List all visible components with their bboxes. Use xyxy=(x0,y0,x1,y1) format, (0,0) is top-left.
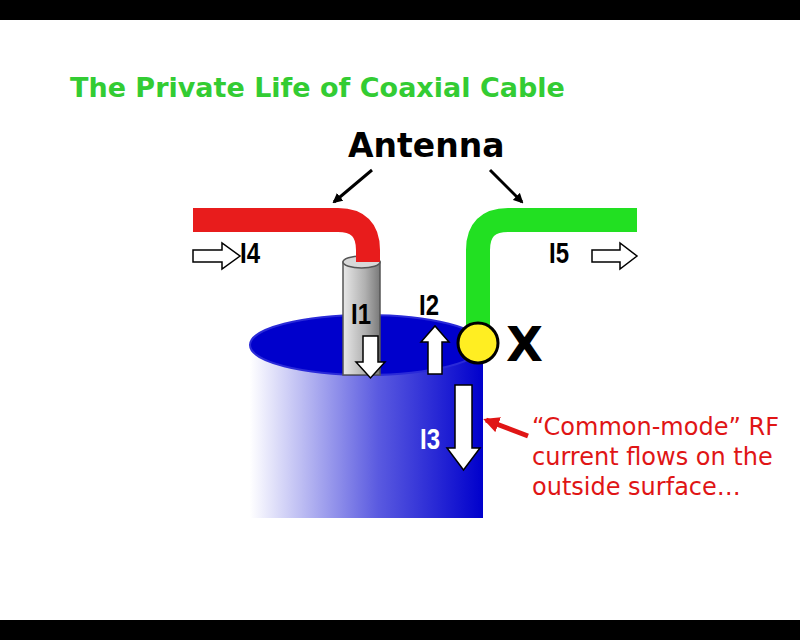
current-arrow xyxy=(421,326,449,374)
antenna-label: Antenna xyxy=(348,128,504,164)
junction-dot xyxy=(458,323,498,363)
current-label: I1 xyxy=(351,297,371,330)
leader-arrow xyxy=(334,170,372,202)
green-antenna-wire xyxy=(478,220,637,330)
callout-arrow xyxy=(486,420,528,436)
leader-arrow xyxy=(490,170,522,202)
current-arrow xyxy=(193,243,240,269)
callout-note: “Common-mode” RF current flows on the ou… xyxy=(532,412,782,502)
current-label: I2 xyxy=(419,288,439,321)
bottom-bar xyxy=(0,620,800,640)
current-label: I5 xyxy=(549,236,569,269)
diagram-title: The Private Life of Coaxial Cable xyxy=(70,72,565,103)
current-label: I3 xyxy=(420,422,440,455)
current-arrow xyxy=(447,385,480,470)
current-arrow xyxy=(592,243,637,269)
point-label: X xyxy=(506,318,543,371)
current-arrow xyxy=(356,336,385,378)
top-bar xyxy=(0,0,800,20)
current-label: I4 xyxy=(240,236,260,269)
